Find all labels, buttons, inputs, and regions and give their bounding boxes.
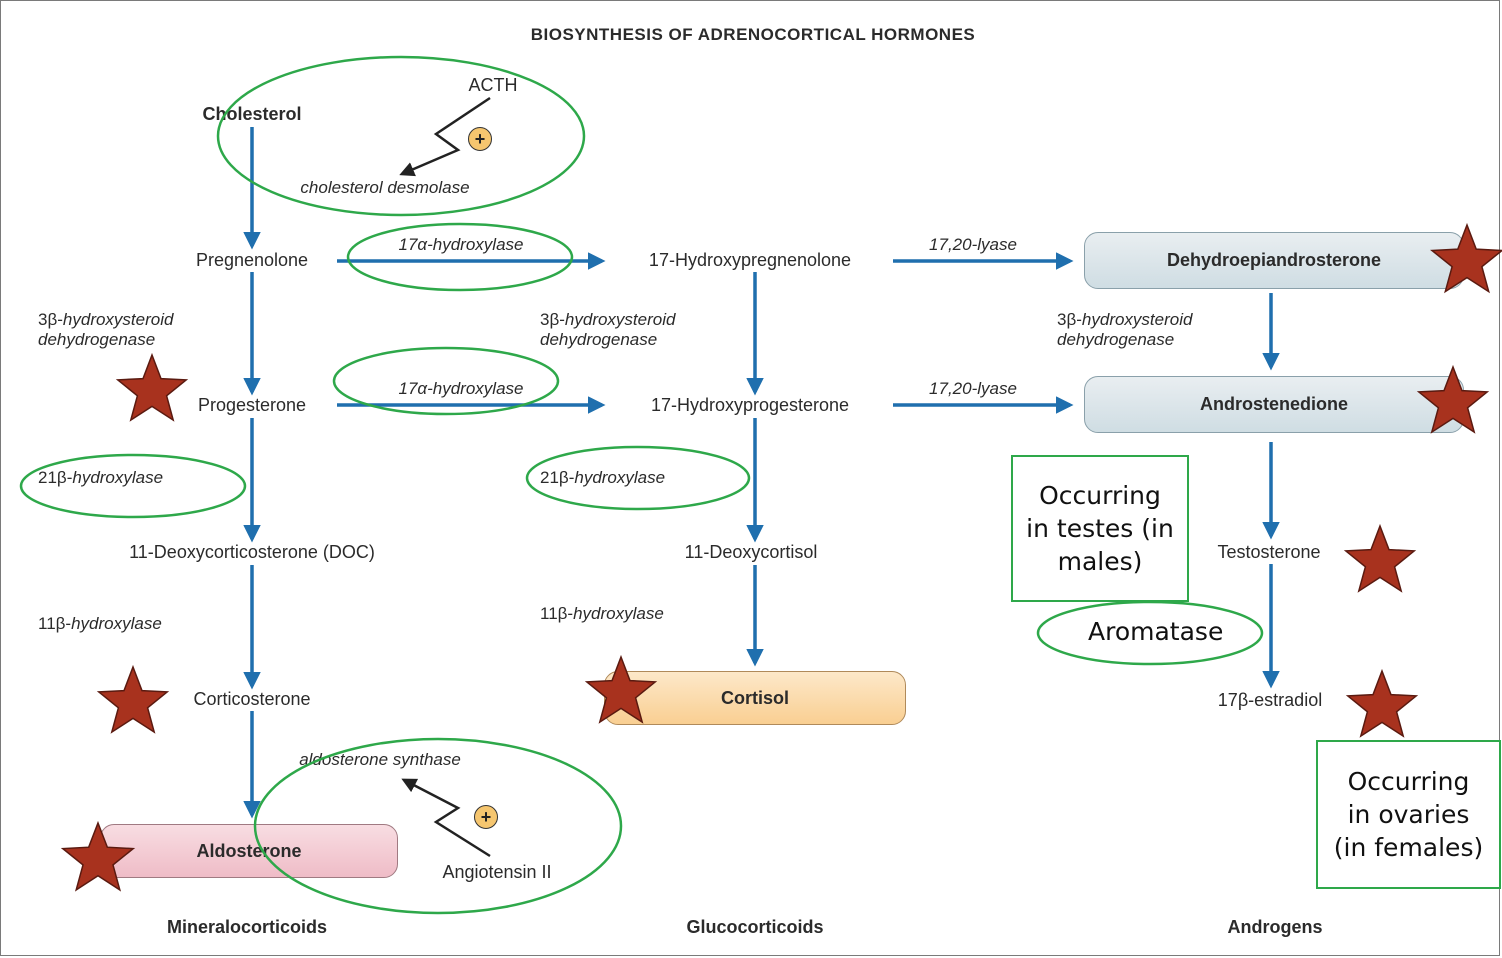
hydroxylase21-label-1: 21β-hydroxylase [38, 468, 164, 487]
hsd-label-col2: 3β-hydroxysteroid dehydrogenase [540, 310, 676, 349]
cholesterol-label: Cholesterol [202, 104, 302, 124]
desmolase-label: cholesterol desmolase [300, 178, 470, 197]
angiotensin-plus-icon: + [474, 805, 498, 829]
category-mineralocorticoids: Mineralocorticoids [166, 917, 328, 937]
progesterone-label: Progesterone [197, 395, 307, 415]
aldosterone-synthase-label: aldosterone synthase [299, 750, 461, 769]
cortisol-label: Cortisol [720, 687, 789, 708]
category-glucocorticoids: Glucocorticoids [686, 917, 824, 937]
estradiol-label: 17β-estradiol [1217, 690, 1323, 710]
pregnenolone-label: Pregnenolone [195, 250, 309, 270]
testosterone-label: Testosterone [1217, 542, 1321, 562]
hsd-label-col1: 3β-hydroxysteroid dehydrogenase [38, 310, 174, 349]
aromatase-label: Aromatase [1088, 617, 1224, 646]
aldosterone-box: Aldosterone [100, 824, 398, 878]
category-androgens: Androgens [1227, 917, 1323, 937]
aldosterone-label: Aldosterone [196, 840, 302, 861]
hydroxylase17a-label-1: 17α-hydroxylase [398, 235, 524, 254]
hsd-label-col3: 3β-hydroxysteroid dehydrogenase [1057, 310, 1193, 349]
doc-label: 11-Deoxycorticosterone (DOC) [129, 542, 375, 562]
ovaries-note: Occurring in ovaries (in females) [1316, 740, 1501, 889]
acth-plus-icon: + [468, 127, 492, 151]
acth-label: ACTH [468, 75, 518, 95]
cortisol-box: Cortisol [604, 671, 906, 725]
androstenedione-label: Androstenedione [1199, 394, 1348, 414]
testes-note: Occurring in testes (in males) [1011, 455, 1189, 602]
dhea-label: Dehydroepiandrosterone [1166, 250, 1382, 270]
dhea-box: Dehydroepiandrosterone [1084, 232, 1464, 289]
hydroxylase11-label-1: 11β-hydroxylase [38, 614, 162, 633]
androstenedione-box: Androstenedione [1084, 376, 1464, 433]
lyase-label-2: 17,20-lyase [929, 379, 1017, 398]
lyase-label-1: 17,20-lyase [929, 235, 1017, 254]
hydroxylase17a-label-2: 17α-hydroxylase [398, 379, 524, 398]
diagram-title: BIOSYNTHESIS OF ADRENOCORTICAL HORMONES [530, 25, 976, 44]
hydroxylase11-label-2: 11β-hydroxylase [540, 604, 664, 623]
corticosterone-label: Corticosterone [193, 689, 311, 709]
hydroxypregnenolone-label: 17-Hydroxypregnenolone [648, 250, 852, 270]
angiotensin-label: Angiotensin II [442, 862, 552, 882]
hydroxylase21-label-2: 21β-hydroxylase [540, 468, 666, 487]
hydroxyprogesterone-label: 17-Hydroxyprogesterone [650, 395, 850, 415]
deoxycortisol-label: 11-Deoxycortisol [684, 542, 818, 562]
